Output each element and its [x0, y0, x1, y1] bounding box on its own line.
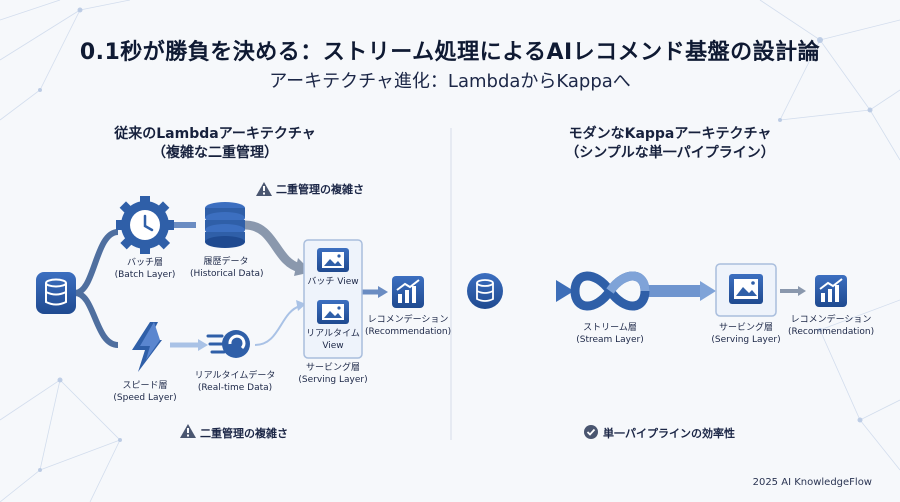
kappa-serving-layer-icon: [715, 263, 777, 317]
lambda-recommendation-label: レコメンデーション (Recommendation): [365, 314, 451, 338]
lambda-section-title: 従来のLambdaアーキテクチャ （複雑な二重管理）: [90, 125, 340, 163]
batch-layer-label: バッチ層 (Batch Layer): [110, 257, 180, 281]
realtime-data-en: (Real-time Data): [197, 383, 273, 393]
kappa-recommendation-en: (Recommendation): [788, 327, 875, 337]
lambda-warning-bottom: 二重管理の複雑さ: [200, 427, 288, 440]
batch-gear-clock-icon: [116, 196, 174, 254]
kappa-source-database-icon: [467, 273, 503, 309]
check-circle-icon: [584, 425, 598, 439]
page-title: 0.1秒が勝負を決める：ストリーム処理によるAIレコメンド基盤の設計論: [79, 40, 821, 65]
lambda-recommendation-en: (Recommendation): [365, 327, 452, 337]
stream-layer-en: (Stream Layer): [576, 335, 644, 345]
kappa-serving-layer-name: サービング層: [718, 323, 773, 333]
speed-layer-en: (Speed Layer): [113, 393, 177, 403]
realtime-data-wave-icon: [206, 330, 250, 358]
kappa-flow-arrow: [500, 280, 806, 302]
batch-layer-name: バッチ層: [126, 258, 163, 268]
realtime-data-label: リアルタイムデータ (Real-time Data): [192, 370, 278, 394]
lambda-serving-layer-name: サービング層: [305, 363, 360, 373]
lambda-serving-layer-label: サービング層 (Serving Layer): [292, 362, 374, 386]
lambda-flow-arrows: [74, 220, 388, 351]
speed-layer-name: スピード層: [122, 381, 168, 391]
speed-layer-label: スピード層 (Speed Layer): [110, 380, 180, 404]
page-subtitle: アーキテクチャ進化：LambdaからKappaへ: [269, 71, 631, 92]
lambda-title-line1: 従来のLambdaアーキテクチャ: [114, 126, 316, 142]
stream-layer-label: ストリーム層 (Stream Layer): [570, 322, 650, 346]
serving-layer-box: [303, 239, 363, 359]
lambda-recommendation-chart-icon: [392, 276, 424, 308]
stream-layer-name: ストリーム層: [583, 323, 637, 333]
kappa-serving-layer-label: サービング層 (Serving Layer): [706, 322, 786, 346]
batch-layer-en: (Batch Layer): [114, 270, 176, 280]
realtime-view-line1: リアルタイム: [306, 329, 360, 339]
lambda-serving-layer-en: (Serving Layer): [298, 375, 368, 385]
lambda-title-line2: （複雑な二重管理）: [152, 145, 278, 161]
realtime-data-name: リアルタイムデータ: [194, 371, 276, 381]
kappa-title-line2: （シンプルな単一パイプライン）: [565, 145, 775, 161]
historical-data-database-icon: [205, 202, 245, 248]
source-database-icon: [36, 272, 76, 314]
realtime-view-label: リアルタイム View: [304, 328, 362, 352]
warning-bottom-icon: [180, 424, 196, 438]
kappa-recommendation-label: レコメンデーション (Recommendation): [788, 314, 874, 338]
batch-view-label: バッチ View: [307, 277, 359, 287]
kappa-title-line1: モダンなKappaアーキテクチャ: [568, 126, 772, 142]
historical-data-en: (Historical Data): [190, 269, 264, 279]
footer-credit: 2025 AI KnowledgeFlow: [752, 477, 872, 488]
stream-infinity-icon: [570, 271, 650, 311]
historical-data-name: 履歴データ: [203, 257, 249, 267]
historical-data-label: 履歴データ (Historical Data): [190, 256, 264, 280]
kappa-benefit: 単一パイプラインの効率性: [603, 427, 735, 440]
kappa-recommendation-chart-icon: [815, 275, 847, 307]
kappa-recommendation-name: レコメンデーション: [790, 315, 872, 325]
warning-top-icon: [256, 182, 272, 196]
lambda-warning-top: 二重管理の複雑さ: [276, 183, 364, 196]
realtime-view-line2: View: [322, 341, 344, 351]
kappa-section-title: モダンなKappaアーキテクチャ （シンプルな単一パイプライン）: [540, 125, 800, 163]
speed-lightning-icon: [132, 322, 162, 372]
lambda-recommendation-name: レコメンデーション: [367, 315, 449, 325]
kappa-serving-layer-en: (Serving Layer): [711, 335, 781, 345]
